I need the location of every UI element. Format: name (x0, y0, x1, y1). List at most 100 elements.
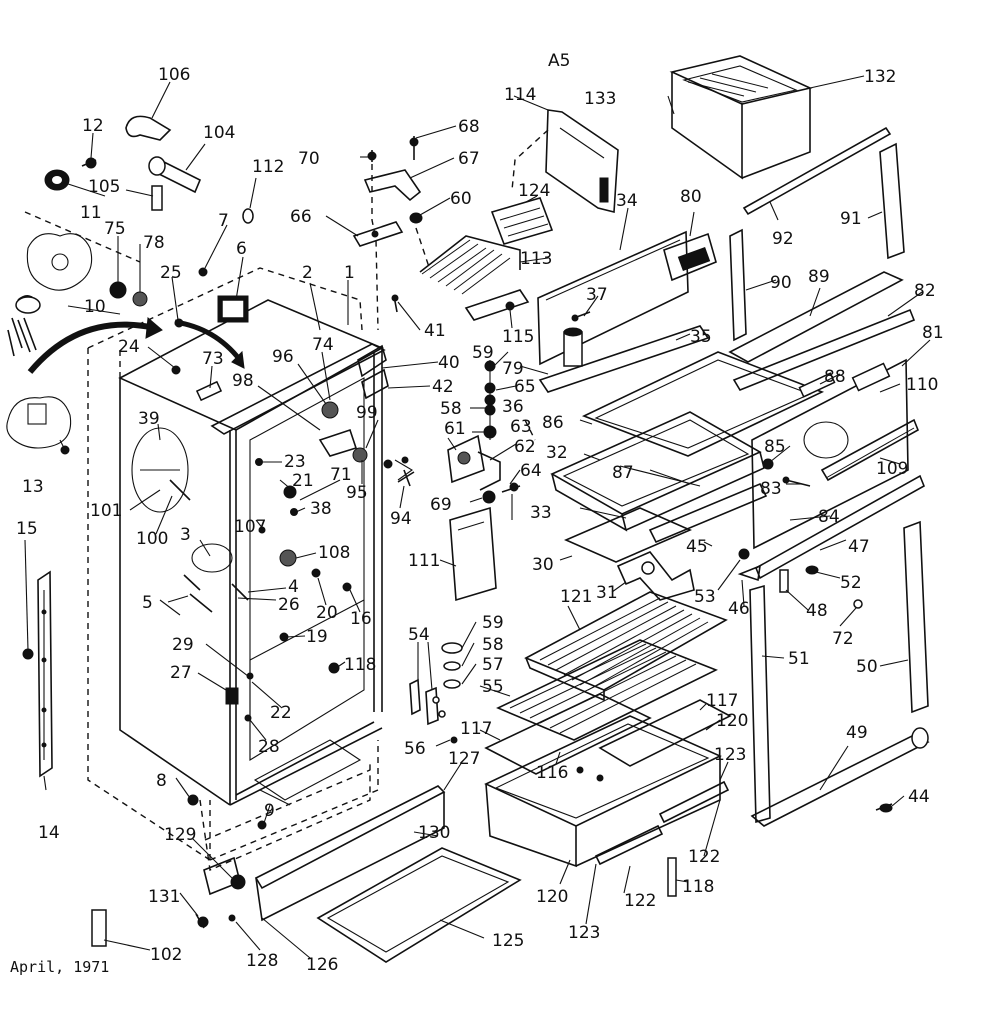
callout-53: 53 (694, 587, 716, 607)
callout-127: 127 (448, 749, 480, 769)
upper-left-parts (6, 115, 254, 455)
callout-33: 33 (530, 503, 552, 523)
callout-65: 65 (514, 377, 536, 397)
callout-85: 85 (764, 437, 786, 457)
callout-6: 6 (236, 239, 247, 259)
callout-13: 13 (22, 477, 44, 497)
callout-5: 5 (142, 593, 153, 613)
freezer-shelf-assembly (550, 351, 930, 827)
callout-116: 116 (536, 763, 568, 783)
callout-75: 75 (104, 219, 126, 239)
callout-44: 44 (908, 787, 930, 807)
callout-69: 69 (430, 495, 452, 515)
callout-10: 10 (84, 297, 106, 317)
callout-51: 51 (788, 649, 810, 669)
callout-8: 8 (156, 771, 167, 791)
callout-28: 28 (258, 737, 280, 757)
callout-22: 22 (270, 703, 292, 723)
callout-78: 78 (143, 233, 165, 253)
callout-126: 126 (306, 955, 338, 975)
callout-121: 121 (560, 587, 592, 607)
callout-104: 104 (203, 123, 235, 143)
callout-129: 129 (164, 825, 196, 845)
callout-14: 14 (38, 823, 60, 843)
bottom-trays (91, 785, 522, 963)
callout-2: 2 (302, 263, 313, 283)
callout-41: 41 (424, 321, 446, 341)
callout-56: 56 (404, 739, 426, 759)
callout-96: 96 (272, 347, 294, 367)
footer-date: April, 1971 (10, 958, 109, 976)
callout-32: 32 (546, 443, 568, 463)
callout-81: 81 (922, 323, 944, 343)
callout-120-lower: 120 (536, 887, 568, 907)
callout-74: 74 (312, 335, 334, 355)
callout-1: 1 (344, 263, 355, 283)
callout-64-upper: 64 (520, 461, 542, 481)
callout-67: 67 (458, 149, 480, 169)
callout-38: 38 (310, 499, 332, 519)
callout-107: 107 (234, 517, 266, 537)
callout-48: 48 (806, 601, 828, 621)
callout-130: 130 (418, 823, 450, 843)
callout-34: 34 (616, 191, 638, 211)
callout-36: 36 (502, 397, 524, 417)
callout-59-upper: 59 (472, 343, 494, 363)
callout-57: 57 (482, 655, 504, 675)
callout-16: 16 (350, 609, 372, 629)
callout-94: 94 (390, 509, 412, 529)
callout-59-lower: 59 (482, 613, 504, 633)
side-rail-14 (37, 570, 53, 778)
callout-39: 39 (138, 409, 160, 429)
callout-118-upper: 118 (344, 655, 376, 675)
leader-lines (24, 75, 931, 959)
callout-91: 91 (840, 209, 862, 229)
callout-128: 128 (246, 951, 278, 971)
callout-123-lower: 123 (568, 923, 600, 943)
callout-89: 89 (808, 267, 830, 287)
callout-118-lower: 118 (682, 877, 714, 897)
callout-105: 105 (88, 177, 120, 197)
callout-120-right: 120 (716, 711, 748, 731)
callout-3: 3 (180, 525, 191, 545)
callout-108: 108 (318, 543, 350, 563)
callout-112: 112 (252, 157, 284, 177)
callout-117-right: 117 (706, 691, 738, 711)
callout-63: 63 (510, 417, 532, 437)
callout-131: 131 (148, 887, 180, 907)
callout-47: 47 (848, 537, 870, 557)
callout-26: 26 (278, 595, 300, 615)
callout-21: 21 (292, 471, 314, 491)
callout-113: 113 (520, 249, 552, 269)
callout-90: 90 (770, 273, 792, 293)
callout-15: 15 (16, 519, 38, 539)
callout-83: 83 (760, 479, 782, 499)
callout-117-left: 117 (460, 719, 492, 739)
callout-42: 42 (432, 377, 454, 397)
callout-68: 68 (458, 117, 480, 137)
callout-30: 30 (532, 555, 554, 575)
callout-123-right: 123 (714, 745, 746, 765)
callout-84: 84 (818, 507, 840, 527)
callout-70: 70 (298, 149, 320, 169)
callout-133: 133 (584, 89, 616, 109)
callout-54: 54 (408, 625, 430, 645)
callout-80: 80 (680, 187, 702, 207)
callout-31: 31 (596, 583, 618, 603)
callout-111: 111 (408, 551, 440, 571)
callout-92: 92 (772, 229, 794, 249)
callout-95: 95 (346, 483, 368, 503)
callout-4: 4 (288, 577, 299, 597)
callout-114: 114 (504, 85, 536, 105)
callout-132: 132 (864, 67, 896, 87)
callout-98: 98 (232, 371, 254, 391)
callout-73: 73 (202, 349, 224, 369)
callout-79: 79 (502, 359, 524, 379)
callout-24: 24 (118, 337, 140, 357)
callout-19: 19 (306, 627, 328, 647)
callout-61: 61 (444, 419, 466, 439)
callout-62: 62 (514, 437, 536, 457)
callout-11: 11 (80, 203, 102, 223)
callout-99: 99 (356, 403, 378, 423)
